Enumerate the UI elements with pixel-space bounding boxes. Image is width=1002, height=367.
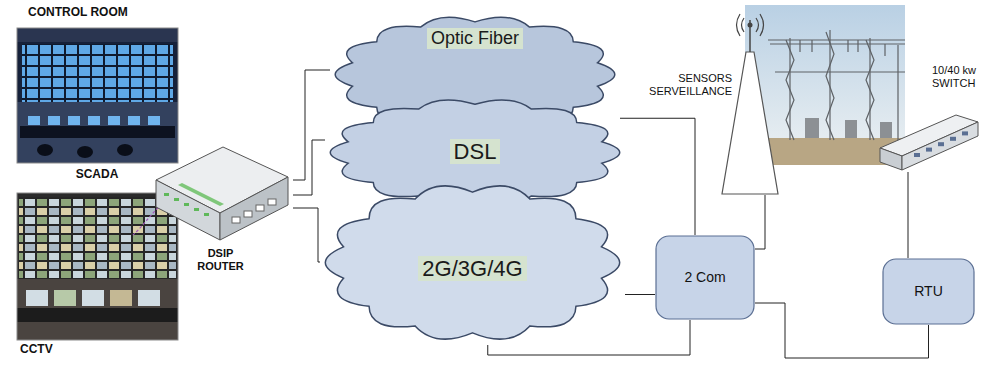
switch-device: 10/40 kw SWITCH xyxy=(878,60,998,172)
label-holder: SCADA xyxy=(0,0,43,14)
node-label: DSIP ROUTER xyxy=(197,247,243,272)
connector-line xyxy=(755,195,765,249)
switch-symbol xyxy=(880,115,978,170)
node-label: RTU xyxy=(914,283,943,299)
node-shape xyxy=(650,12,780,195)
connector-line xyxy=(620,118,695,235)
connector-line xyxy=(293,208,320,262)
label-holder: CCTV xyxy=(0,0,33,14)
process-box: 2 Com xyxy=(655,235,755,320)
node-label: 2 Com xyxy=(684,269,725,285)
router-device: DSIP ROUTER xyxy=(148,135,293,285)
node-label: SENSORS SERVEILLANCE xyxy=(649,72,732,97)
caption-label: CONTROL ROOM xyxy=(28,6,128,20)
node-label: 10/40 kw SWITCH xyxy=(932,64,996,89)
box-outline xyxy=(656,236,754,319)
network-cloud: 2G/3G/4G xyxy=(320,180,625,345)
node-label: 2G/3G/4G xyxy=(418,256,526,281)
caption-label: SCADA xyxy=(76,168,119,182)
node-label: DSL xyxy=(450,139,501,164)
connector-line xyxy=(908,172,909,258)
label-holder: CONTROL ROOM xyxy=(0,0,100,14)
cctv-photo xyxy=(17,193,178,340)
connector-line xyxy=(625,294,655,295)
node-label: Optic Fiber xyxy=(427,28,523,49)
antenna-tower: SENSORS SERVEILLANCE xyxy=(650,12,780,195)
cloud-outline xyxy=(325,186,619,339)
antenna-symbol xyxy=(722,14,778,194)
process-box: RTU xyxy=(882,258,975,325)
control-room-photo xyxy=(17,28,178,163)
router-symbol xyxy=(133,147,288,240)
connector-line xyxy=(293,140,325,195)
box-outline xyxy=(883,259,974,324)
caption-label: CCTV xyxy=(20,343,53,357)
cloud-outline xyxy=(330,100,619,205)
